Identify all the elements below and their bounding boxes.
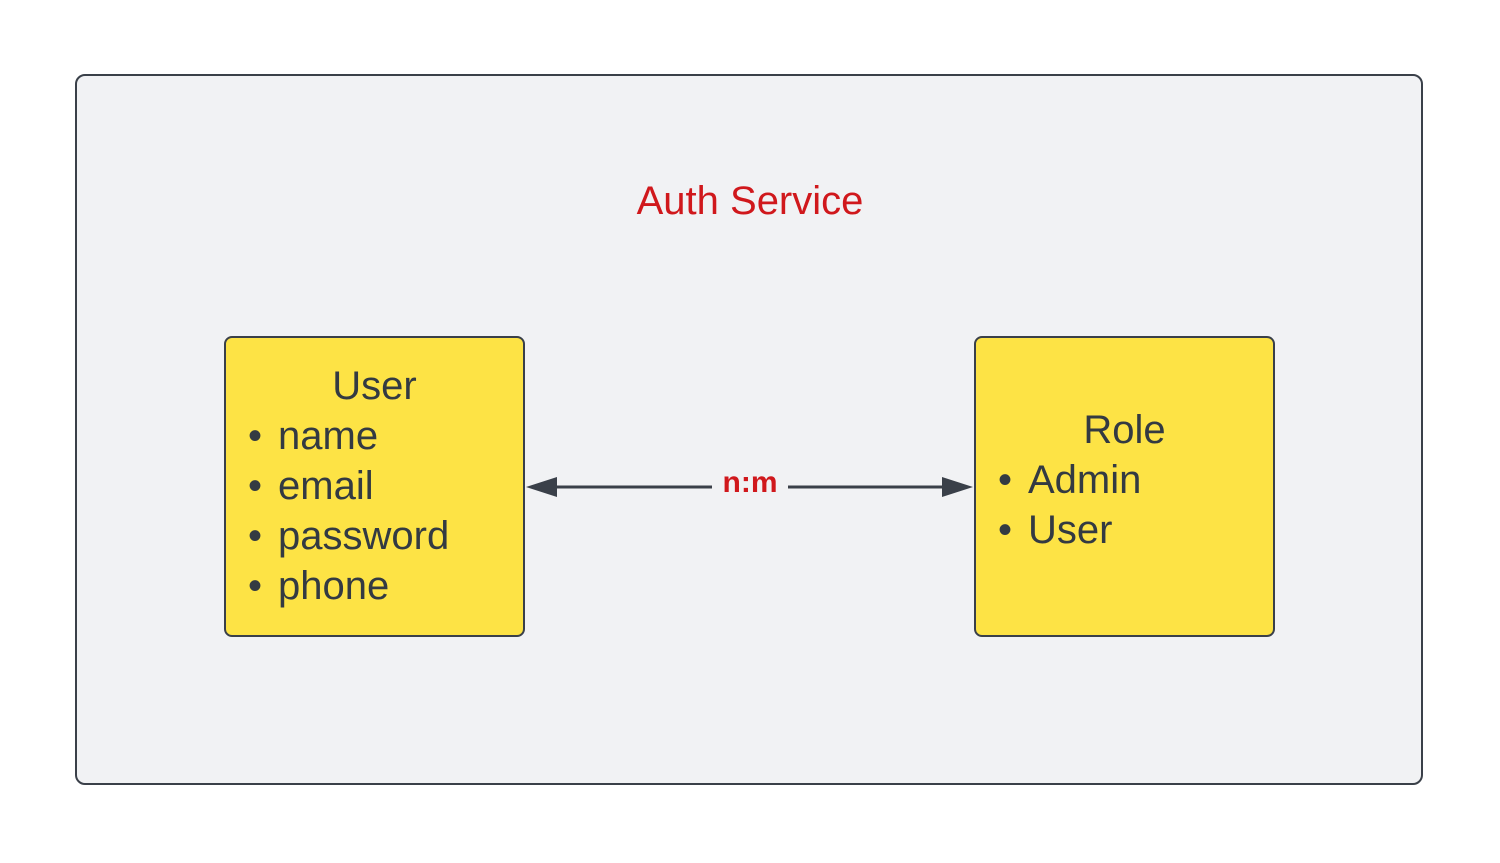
arrowhead-right-icon xyxy=(942,477,973,497)
entity-title: User xyxy=(332,364,417,408)
attribute-item: Admin xyxy=(998,455,1273,505)
entity-title: Role xyxy=(1083,408,1166,452)
arrowhead-left-icon xyxy=(526,477,557,497)
attribute-item: phone xyxy=(248,561,523,611)
attribute-list: name email password phone xyxy=(226,411,523,611)
entity-role[interactable]: Role Admin User xyxy=(974,336,1275,637)
attribute-item: password xyxy=(248,511,523,561)
attribute-item: email xyxy=(248,461,523,511)
attribute-item: User xyxy=(998,505,1273,555)
attribute-list: Admin User xyxy=(976,455,1273,555)
entity-user[interactable]: User name email password phone xyxy=(224,336,525,637)
attribute-item: name xyxy=(248,411,523,461)
relationship-label: n:m xyxy=(712,466,788,500)
container-title: Auth Service xyxy=(636,179,864,223)
